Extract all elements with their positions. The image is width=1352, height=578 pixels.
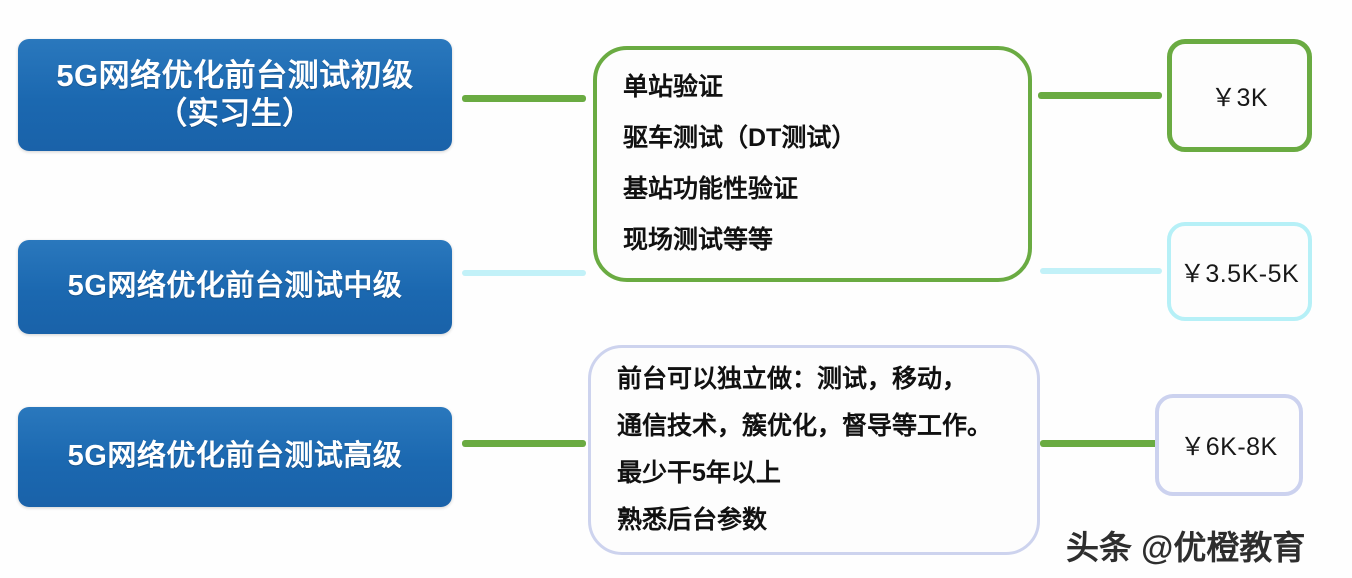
connector-duties-to-intermediate-salary <box>1040 268 1162 274</box>
detail-line: 熟悉后台参数 <box>617 506 768 534</box>
salary-value: ￥6K-8K <box>1180 433 1278 461</box>
level-title-line: 5G网络优化前台测试高级 <box>67 440 403 473</box>
connector-intermediate-to-duties <box>462 270 586 276</box>
level-box-senior: 5G网络优化前台测试高级 <box>18 407 452 507</box>
connector-senior-to-duties <box>462 440 586 447</box>
watermark: 头条 @优橙教育 <box>1066 529 1306 566</box>
level-box-intermediate: 5G网络优化前台测试中级 <box>18 240 452 334</box>
connector-duties-to-junior-salary <box>1038 92 1162 99</box>
level-box-junior: 5G网络优化前台测试初级 （实习生） <box>18 39 452 151</box>
detail-line: 基站功能性验证 <box>623 175 799 203</box>
detail-line: 通信技术，簇优化，督导等工作。 <box>617 412 993 440</box>
salary-value: ￥3K <box>1210 83 1269 112</box>
connector-junior-to-duties <box>462 95 586 102</box>
detail-box-senior-duties: 前台可以独立做：测试，移动， 通信技术，簇优化，督导等工作。 最少干5年以上 熟… <box>588 345 1040 555</box>
detail-line: 驱车测试（DT测试） <box>623 124 857 152</box>
salary-box-senior: ￥6K-8K <box>1155 394 1303 496</box>
detail-line: 最少干5年以上 <box>617 459 781 487</box>
detail-box-junior-duties: 单站验证 驱车测试（DT测试） 基站功能性验证 现场测试等等 <box>593 46 1032 282</box>
level-subtitle-line: （实习生） <box>156 96 314 131</box>
salary-value: ￥3.5K-5K <box>1179 259 1300 288</box>
detail-line: 单站验证 <box>623 73 724 101</box>
detail-line: 现场测试等等 <box>623 226 774 254</box>
level-title-line: 5G网络优化前台测试中级 <box>67 270 403 303</box>
level-title-line: 5G网络优化前台测试初级 <box>56 57 414 93</box>
salary-box-junior: ￥3K <box>1167 39 1312 152</box>
salary-box-intermediate: ￥3.5K-5K <box>1167 222 1312 321</box>
connector-duties-to-senior-salary <box>1040 440 1160 447</box>
detail-line: 前台可以独立做：测试，移动， <box>617 365 968 393</box>
